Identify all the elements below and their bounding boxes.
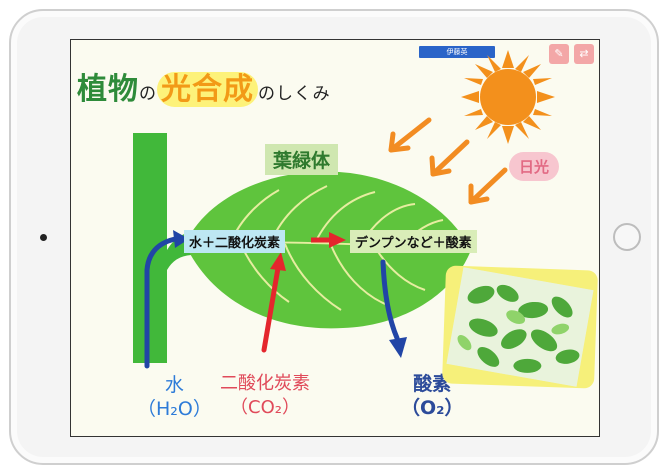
chloroplast-label: 葉緑体 — [265, 144, 339, 175]
user-badge[interactable]: 伊藤英 — [419, 46, 495, 58]
co2-label: 二酸化炭素 （CO₂） — [220, 372, 310, 420]
share-icon: ⇄ — [579, 47, 589, 60]
diagram-drawing — [133, 50, 555, 369]
pen-icon: ✎ — [554, 47, 564, 60]
whiteboard-canvas[interactable]: 植物の光合成のしくみ 伊藤英 ✎ ⇄ — [70, 39, 600, 437]
water-text: 水 — [164, 374, 184, 396]
co2-text: 二酸化炭素 — [220, 373, 310, 394]
oxygen-arrow — [380, 259, 400, 341]
sun-icon — [461, 50, 555, 144]
leaf-photo — [446, 267, 594, 387]
home-button[interactable] — [613, 223, 641, 251]
co2-arrow — [261, 265, 281, 353]
title-mechanism: のしくみ — [258, 84, 331, 104]
leaf-photo-image — [446, 267, 594, 387]
leaf-photo-frame[interactable] — [441, 265, 599, 389]
stem — [133, 133, 167, 363]
outputs-box: デンプンなど＋酸素 — [350, 230, 477, 253]
oxygen-text: 酸素 — [413, 373, 452, 395]
oxygen-formula: （O₂） — [401, 397, 464, 419]
water-label: 水 （H₂O） — [137, 373, 212, 421]
share-tool-button[interactable]: ⇄ — [574, 44, 594, 64]
inputs-box: 水＋二酸化炭素 — [184, 230, 286, 253]
water-formula: （H₂O） — [137, 398, 212, 420]
camera-dot — [40, 234, 47, 241]
light-rays — [388, 117, 508, 205]
title-plant: 植物 — [77, 72, 139, 107]
title-no-1: の — [139, 84, 157, 104]
co2-formula: （CO₂） — [230, 397, 300, 418]
water-arrow — [144, 236, 178, 369]
title-photosynthesis: 光合成 — [157, 72, 258, 107]
page-title: 植物の光合成のしくみ — [77, 64, 331, 108]
pen-tool-button[interactable]: ✎ — [549, 44, 569, 64]
oxygen-label: 酸素 （O₂） — [401, 372, 463, 420]
sunlight-label: 日光 — [509, 152, 560, 181]
